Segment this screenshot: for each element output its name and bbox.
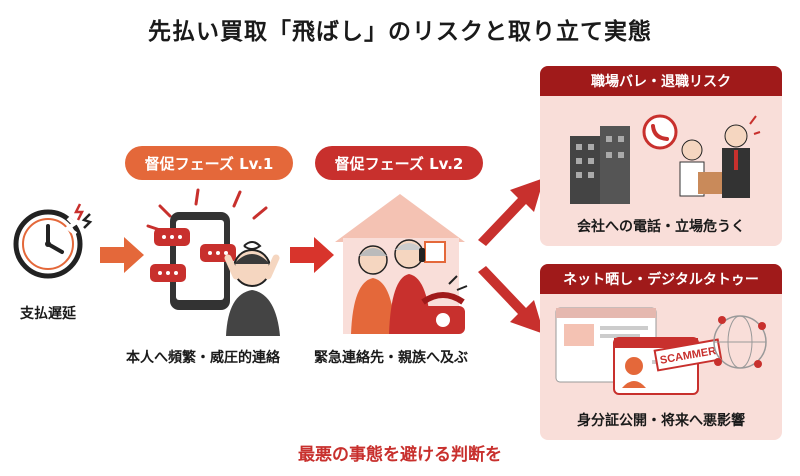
branch-arrow-up-icon (478, 178, 544, 246)
footer-warning: 最悪の事態を避ける判断を (298, 445, 502, 465)
phase1-caption: 本人へ頻繁・威圧的連絡 (126, 350, 280, 366)
phone-harassment-illustration (146, 188, 280, 336)
flow-arrow-icon (290, 237, 334, 273)
risk-card-title: 職場バレ・退職リスク (540, 66, 782, 96)
workplace-illustration (570, 114, 761, 204)
risk-card-online: ネット晒し・デジタルタトゥー SCAMMER 身分証公開・将来へ悪影響 (540, 264, 782, 440)
broken-clock-icon (13, 203, 93, 279)
online-exposure-illustration: SCAMMER (555, 307, 767, 395)
phone-call-icon (642, 114, 678, 150)
page-title: 先払い買取「飛ばし」のリスクと取り立て実態 (148, 19, 652, 45)
risk-card-workplace: 職場バレ・退職リスク 会社への電話・立場危うく (540, 66, 782, 246)
family-house-illustration (335, 194, 468, 334)
flow-arrow-icon (100, 237, 144, 273)
delay-caption: 支払遅延 (20, 306, 76, 322)
phase2-caption: 緊急連絡先・親族へ及ぶ (314, 350, 468, 366)
risk-card-caption: 身分証公開・将来へ悪影響 (577, 413, 745, 429)
phase2-badge: 督促フェーズ Lv.2 (315, 146, 483, 180)
branch-arrow-down-icon (478, 266, 544, 334)
risk-card-caption: 会社への電話・立場危うく (577, 219, 745, 235)
phase1-badge: 督促フェーズ Lv.1 (125, 146, 293, 180)
risk-card-title: ネット晒し・デジタルタトゥー (540, 264, 782, 294)
delay-step (10, 200, 96, 296)
